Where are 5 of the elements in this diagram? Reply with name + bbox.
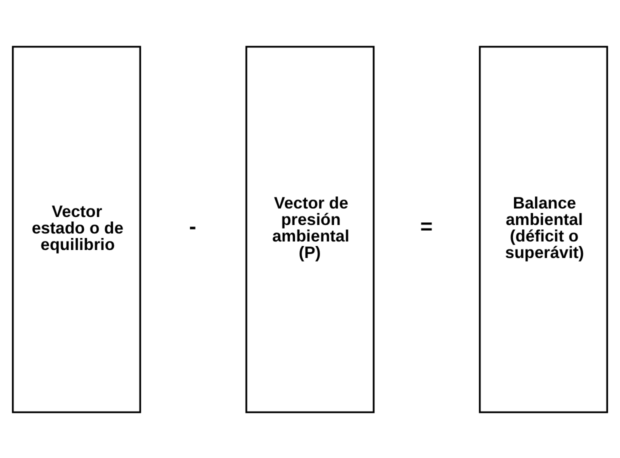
node-box: Balance ambiental (déficit o superávit) — [478, 45, 608, 413]
label: - — [189, 215, 196, 238]
node-box: Vector estado o de equilibrio — [12, 45, 142, 413]
label: = — [420, 215, 433, 238]
node-box: Vector de presión ambiental (P) — [245, 45, 375, 413]
